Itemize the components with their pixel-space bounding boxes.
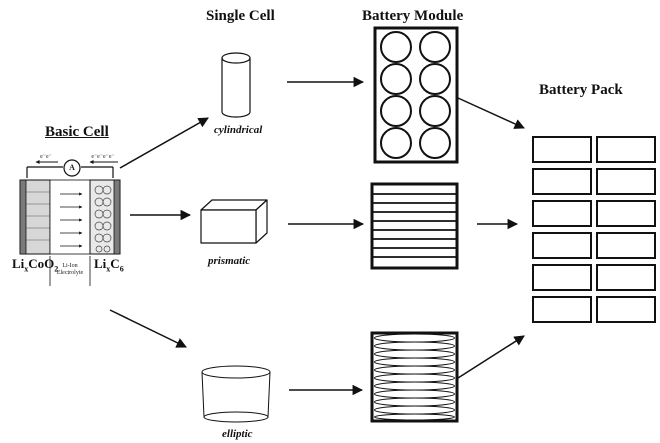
battery-module-heading: Battery Module bbox=[362, 8, 464, 24]
module-frame-cylindrical bbox=[373, 26, 459, 164]
module-frame-prismatic bbox=[370, 182, 459, 270]
anode-formula: LixC6 bbox=[94, 256, 124, 274]
arrow-basic-to-elliptic bbox=[109, 309, 187, 348]
prismatic-cell-shape bbox=[200, 199, 268, 244]
anode-current-collector bbox=[113, 179, 121, 255]
anode-graphite-rings bbox=[94, 185, 112, 253]
cylindrical-cell-shape bbox=[221, 52, 251, 118]
battery-pack-grid bbox=[532, 136, 656, 323]
basic-cell-schematic bbox=[19, 159, 121, 286]
module-cylinder-cells bbox=[380, 31, 451, 159]
electrolyte-label: Li-Ion Electrolyte bbox=[56, 263, 84, 276]
cathode-layers bbox=[26, 191, 50, 241]
right-electron-label: e⁻e⁻e⁻e⁻ bbox=[91, 154, 115, 160]
cylindrical-label: cylindrical bbox=[214, 124, 263, 136]
elliptic-cell-shape bbox=[201, 365, 271, 423]
battery-pack-heading: Battery Pack bbox=[539, 82, 623, 98]
electrolyte-region bbox=[49, 179, 91, 255]
elliptic-label: elliptic bbox=[222, 428, 253, 440]
single-cell-heading: Single Cell bbox=[206, 8, 275, 24]
lithium-ion-arrows bbox=[60, 192, 83, 248]
module-prismatic-plates bbox=[372, 193, 457, 258]
arrow-basic-to-cylindrical bbox=[119, 117, 209, 169]
cylindrical-battery-module bbox=[373, 26, 459, 164]
cathode-current-collector bbox=[19, 179, 27, 255]
module-elliptic-cells bbox=[374, 333, 455, 421]
left-electron-label: e⁻e⁻ bbox=[40, 154, 52, 160]
elliptic-battery-module bbox=[370, 331, 459, 423]
prismatic-label: prismatic bbox=[208, 255, 251, 267]
prismatic-battery-module bbox=[370, 182, 459, 270]
ammeter-symbol bbox=[63, 159, 81, 177]
basic-cell-heading: Basic Cell bbox=[45, 124, 109, 140]
ammeter-label: A bbox=[69, 163, 75, 172]
cathode-formula: LixCoO2 bbox=[12, 256, 59, 274]
flow-arrows bbox=[109, 76, 525, 396]
arrow-module-to-pack-top bbox=[457, 97, 525, 129]
arrow-module-to-pack-bottom bbox=[457, 335, 525, 379]
